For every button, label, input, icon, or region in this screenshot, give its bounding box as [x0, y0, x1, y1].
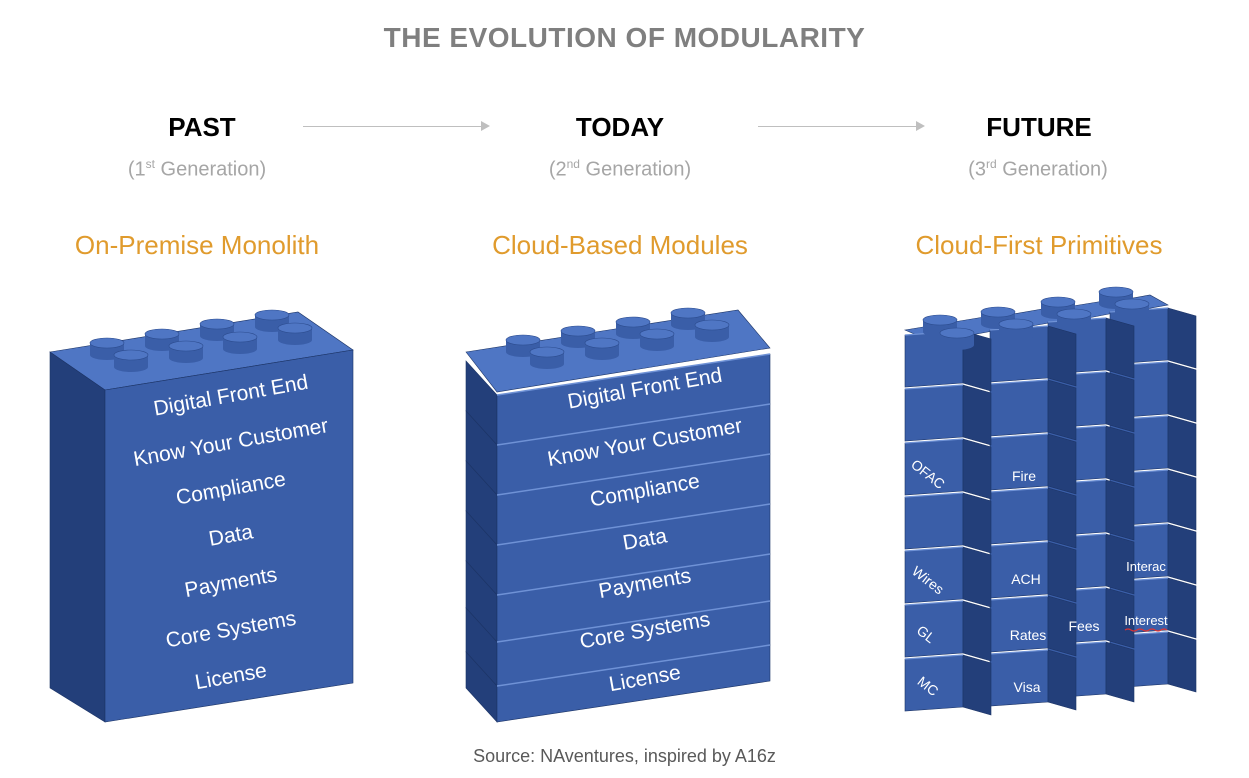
primitive-side — [962, 384, 992, 446]
primitive-side — [1105, 479, 1135, 541]
module-stud — [694, 319, 730, 342]
primitive-label: ACH — [1011, 571, 1041, 587]
primitive-side — [1105, 425, 1135, 487]
primitive-side — [962, 438, 992, 500]
spellcheck-underline — [1124, 628, 1168, 632]
primitive-brick — [904, 546, 992, 608]
era-today: TODAY — [575, 112, 665, 142]
primitive-side — [1167, 631, 1197, 693]
primitive-side — [1105, 533, 1135, 595]
primitive-side — [1167, 415, 1197, 477]
module-stud — [560, 325, 596, 348]
primitive-brick — [989, 541, 1077, 603]
primitive-side — [1167, 307, 1197, 369]
monolith-stud — [277, 322, 313, 345]
primitive-label: Fire — [1012, 468, 1036, 484]
module-edge — [496, 353, 771, 396]
page-title: THE EVOLUTION OF MODULARITY — [383, 22, 866, 53]
primitive-side — [1047, 487, 1077, 549]
primitive-label: Interac — [1126, 559, 1166, 574]
source-caption: Source: NAventures, inspired by A16z — [473, 746, 776, 766]
primitive-side — [1047, 325, 1077, 387]
primitive-label: Fees — [1068, 618, 1099, 634]
primitive-front — [989, 595, 1049, 653]
primitive-brick — [989, 433, 1077, 495]
concept-past: On-Premise Monolith — [74, 230, 320, 260]
primitive-side — [1167, 469, 1197, 531]
primitive-stud — [998, 318, 1034, 341]
module-edge — [496, 600, 771, 643]
primitive-stud — [1114, 298, 1150, 321]
primitive-side — [962, 654, 992, 716]
primitive-side — [1167, 523, 1197, 585]
concept-future: Cloud-First Primitives — [915, 230, 1163, 260]
generation-future: (3rd Generation) — [968, 157, 1108, 181]
primitive-brick — [989, 379, 1077, 441]
module-edge — [496, 553, 771, 596]
primitive-side — [962, 600, 992, 662]
primitive-side — [962, 492, 992, 554]
arrow-today-to-future — [758, 121, 925, 131]
module-stud — [584, 337, 620, 360]
primitive-brick — [989, 649, 1077, 711]
primitive-side — [962, 546, 992, 608]
module-edge — [496, 403, 771, 446]
primitive-side — [1047, 595, 1077, 657]
primitive-brick — [904, 492, 992, 554]
primitive-brick — [904, 654, 992, 716]
primitive-brick — [904, 384, 992, 446]
concept-today: Cloud-Based Modules — [492, 230, 748, 260]
monolith-stud — [199, 318, 235, 341]
generation-today: (2nd Generation) — [548, 157, 692, 181]
primitive-front — [989, 541, 1049, 599]
primitive-stud — [1056, 308, 1092, 331]
primitive-side — [1047, 433, 1077, 495]
module-edge — [496, 644, 771, 687]
monolith-stud — [222, 331, 258, 354]
primitive-brick — [989, 487, 1077, 549]
era-future: FUTURE — [986, 112, 1092, 142]
primitive-side — [1105, 317, 1135, 379]
primitive-label: Rates — [1010, 627, 1047, 643]
primitive-brick — [989, 595, 1077, 657]
primitive-label: Visa — [1014, 679, 1041, 695]
monolith-stud — [144, 328, 180, 351]
primitive-label: Interest — [1124, 613, 1168, 628]
module-stud — [639, 328, 675, 351]
monolith-stud — [89, 337, 125, 360]
monolith-stud — [168, 340, 204, 363]
primitive-front — [904, 384, 964, 442]
primitive-front — [989, 649, 1049, 707]
primitive-side — [1047, 649, 1077, 711]
primitive-brick — [904, 438, 992, 500]
primitive-side — [1047, 541, 1077, 603]
monolith-front — [104, 349, 354, 723]
monolith-side — [49, 351, 106, 723]
arrow-past-to-today — [303, 121, 490, 131]
module-edge — [496, 453, 771, 496]
module-edge — [496, 503, 771, 546]
primitive-side — [1105, 371, 1135, 433]
primitive-front — [904, 492, 964, 550]
primitive-side — [1167, 577, 1197, 639]
era-past: PAST — [168, 112, 236, 142]
generation-past: (1st Generation) — [127, 157, 267, 181]
primitive-side — [1105, 641, 1135, 703]
primitive-side — [1047, 379, 1077, 441]
primitive-side — [1105, 587, 1135, 649]
primitive-front — [989, 487, 1049, 545]
monolith-stud — [113, 349, 149, 372]
primitive-front — [989, 379, 1049, 437]
module-stud — [529, 346, 565, 369]
primitive-stud — [939, 327, 975, 350]
primitive-brick — [904, 600, 992, 662]
monolith-stud — [254, 309, 290, 332]
primitive-side — [1167, 361, 1197, 423]
